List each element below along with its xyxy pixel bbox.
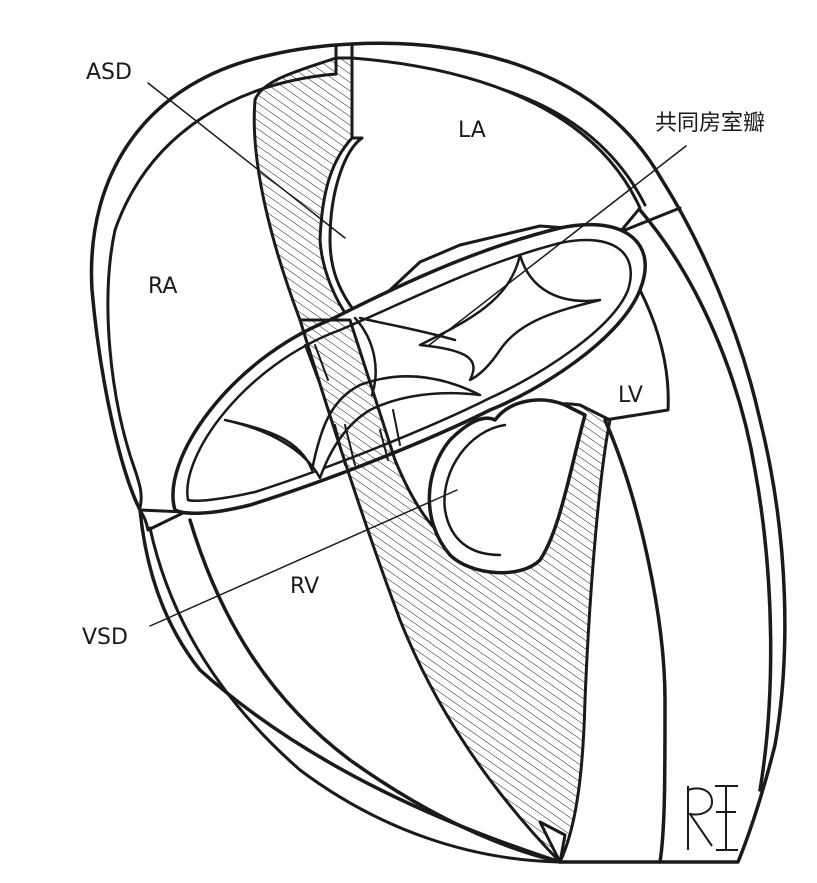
label-common-av-valve: 共同房室瓣 xyxy=(655,111,766,136)
label-rv: RV xyxy=(290,574,320,599)
lv-outer-wall xyxy=(638,208,773,792)
ra-wall-band xyxy=(138,508,187,532)
leader-line-vsd xyxy=(149,489,458,627)
lv-free-wall xyxy=(603,418,667,864)
valve-leaflet-bridge xyxy=(353,316,457,397)
rv-free-wall xyxy=(188,518,562,864)
leader-line-av-valve xyxy=(427,145,687,347)
label-la: LA xyxy=(458,118,486,143)
artist-monogram xyxy=(680,780,740,852)
leader-line-asd xyxy=(147,82,346,239)
label-vsd: VSD xyxy=(82,625,128,650)
label-asd: ASD xyxy=(86,60,132,85)
label-lv: LV xyxy=(618,383,643,408)
rv-wall-inner xyxy=(148,526,562,864)
lv-septum-band xyxy=(603,206,682,422)
lv-cavity-rim xyxy=(443,423,507,557)
label-ra: RA xyxy=(148,274,178,299)
septum-bottom-tab xyxy=(538,820,567,864)
septum-defect-lines xyxy=(304,344,401,466)
